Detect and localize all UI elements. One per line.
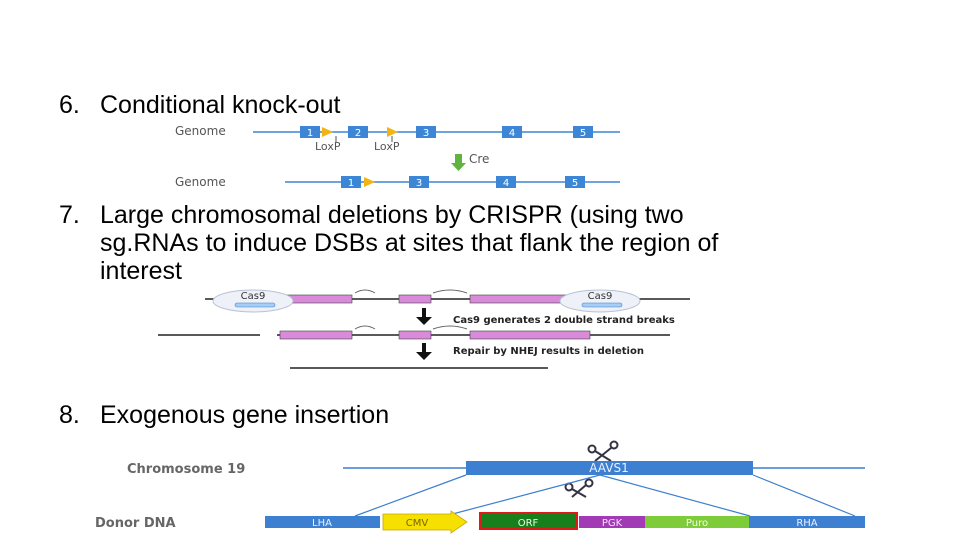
chromosome-label: Chromosome 19	[127, 462, 245, 477]
loxp-label-2: LoxP	[374, 140, 400, 153]
gap-mark	[354, 289, 376, 294]
part-label: PGK	[602, 518, 623, 529]
item-text-line-3: interest	[100, 257, 182, 285]
item-number: 6.	[59, 91, 80, 119]
item-number: 8.	[59, 401, 80, 429]
aavs1-graphic: Chromosome 19 AAVS1 Donor DNA LHA CMV OR…	[95, 440, 865, 534]
scissors-icon-top	[587, 440, 619, 462]
part-label: LHA	[312, 518, 332, 529]
dna-segment	[279, 330, 353, 340]
exon-label: 3	[416, 178, 422, 189]
exon-label: 3	[423, 128, 429, 139]
exon-3-recombined	[409, 176, 429, 188]
guide-rna-icon	[234, 302, 276, 308]
donor-lha	[265, 516, 380, 528]
genome-label-bottom: Genome	[175, 175, 226, 189]
donor-cmv	[382, 510, 468, 534]
item-text: Conditional knock-out	[100, 91, 341, 119]
crispr-graphic: Cas9 Cas9 Cas9 generates 2 double strand…	[158, 289, 690, 369]
donor-label: Donor DNA	[95, 516, 176, 531]
exon-5	[573, 126, 593, 138]
loxp-triangle-1	[322, 127, 333, 137]
down-arrow-icon	[422, 308, 426, 318]
dna-segment	[398, 294, 432, 304]
crispr-diagram: Cas9 Cas9 Cas9 generates 2 double strand…	[150, 286, 790, 372]
exon-label: 5	[580, 128, 586, 139]
exon-label: 1	[348, 178, 354, 189]
exon-2	[348, 126, 368, 138]
donor-pgk	[579, 516, 645, 528]
cre-arrow-icon	[451, 154, 466, 171]
cre-label: Cre	[469, 152, 490, 166]
exon-label: 1	[307, 128, 313, 139]
gap-mark	[354, 325, 376, 330]
exon-4	[502, 126, 522, 138]
donor-puro	[645, 516, 749, 528]
lox-diagram: Genome Genome LoxP LoxP Cre 1 2 3 4 5 1 …	[165, 120, 635, 192]
dna-segment	[469, 330, 591, 340]
lox-graphic: 1 2 3 4 5 1 3 4 5	[253, 126, 620, 189]
exon-label: 2	[355, 128, 361, 139]
part-label: ORF	[518, 518, 539, 529]
genome-label-top: Genome	[175, 124, 226, 138]
exon-label: 4	[503, 178, 509, 189]
cas9-label: Cas9	[241, 291, 266, 302]
gap-mark	[432, 289, 468, 294]
aavs1-label: AAVS1	[589, 461, 628, 475]
step2-label: Repair by NHEJ results in deletion	[453, 346, 644, 357]
loxp-label-1: LoxP	[315, 140, 341, 153]
item-text-line-1: Large chromosomal deletions by CRISPR (u…	[100, 201, 684, 229]
item-number: 7.	[59, 201, 80, 229]
exon-4-recombined	[496, 176, 516, 188]
cas9-label: Cas9	[588, 291, 613, 302]
down-arrow-head	[416, 317, 432, 325]
donor-rha	[749, 516, 865, 528]
part-label: CMV	[406, 518, 429, 529]
step1-label: Cas9 generates 2 double strand breaks	[453, 315, 675, 326]
exon-label: 5	[572, 178, 578, 189]
part-label: RHA	[796, 518, 817, 529]
part-label: Puro	[686, 518, 708, 529]
gap-mark	[432, 325, 468, 330]
exon-3	[416, 126, 436, 138]
exon-5-recombined	[565, 176, 585, 188]
exon-label: 4	[509, 128, 515, 139]
scissors-icon-bottom	[564, 478, 594, 498]
exon-1-recombined	[341, 176, 361, 188]
dna-segment	[398, 330, 432, 340]
aavs1-diagram: Chromosome 19 AAVS1 Donor DNA LHA CMV OR…	[95, 438, 875, 534]
aavs1-locus	[466, 461, 753, 475]
down-arrow-head	[416, 352, 432, 360]
item-text: Exogenous gene insertion	[100, 401, 390, 429]
exon-1	[300, 126, 320, 138]
loxp-triangle-2	[387, 127, 398, 137]
item-text-line-2: sg.RNAs to induce DSBs at sites that fla…	[100, 229, 719, 257]
loxp-triangle-remaining	[364, 177, 375, 187]
guide-rna-icon	[581, 302, 623, 308]
donor-orf	[479, 512, 578, 530]
down-arrow-icon	[422, 343, 426, 353]
